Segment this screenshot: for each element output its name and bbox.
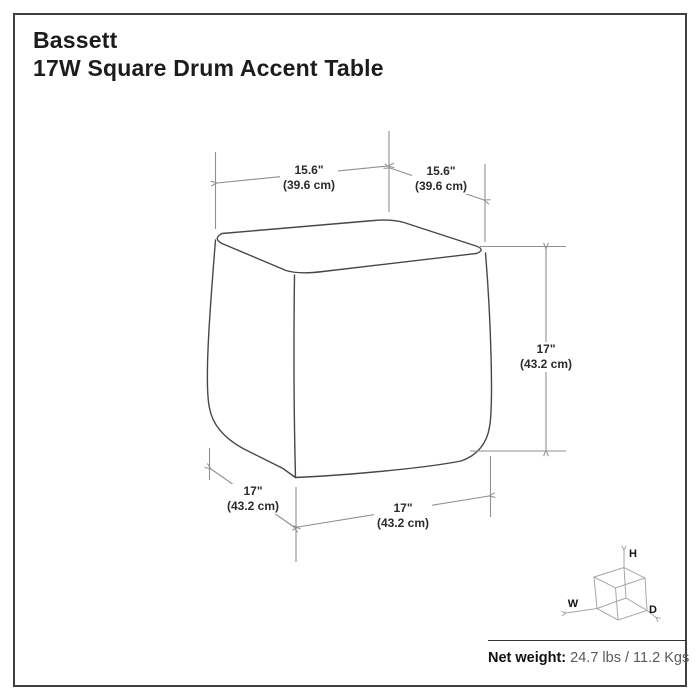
dim-label-height: 17" (43.2 cm) <box>516 342 576 372</box>
depth-axis-label: D <box>649 604 657 616</box>
net-weight-divider <box>488 640 686 641</box>
title-block: Bassett 17W Square Drum Accent Table <box>33 26 384 82</box>
net-weight-value: 24.7 lbs / 11.2 Kgs <box>570 650 690 666</box>
table-front-edge <box>293 274 297 479</box>
brand-name: Bassett <box>33 27 118 53</box>
cube-axis-labels: H W D <box>568 548 657 616</box>
cube-bottom-face <box>595 597 649 621</box>
table-right-edge <box>294 252 493 479</box>
width-axis-line <box>566 608 598 614</box>
dim-metric: (39.6 cm) <box>282 178 336 192</box>
depth-axis-line <box>646 610 656 618</box>
net-weight-label: Net weight: <box>488 650 567 666</box>
diagram-frame <box>13 13 687 687</box>
dim-metric: (43.2 cm) <box>226 499 280 513</box>
dim-label-top-right: 15.6" (39.6 cm) <box>411 164 471 194</box>
dim-inches: 17" <box>536 342 556 356</box>
orientation-cube-icon <box>566 550 656 620</box>
width-axis-label: W <box>568 598 579 610</box>
dim-inches: 17" <box>243 484 263 498</box>
dim-label-bottom-left: 17" (43.2 cm) <box>223 484 283 514</box>
table-left-edge <box>206 239 297 479</box>
product-title: 17W Square Drum Accent Table <box>33 55 384 81</box>
cube-top-face <box>592 566 647 589</box>
dim-inches: 15.6" <box>426 164 456 178</box>
table-top-face <box>216 219 482 274</box>
height-axis-label: H <box>629 548 637 560</box>
cube-vertical-edges <box>593 567 648 621</box>
dim-label-bottom-front: 17" (43.2 cm) <box>373 501 433 531</box>
dim-inches: 17" <box>393 501 413 515</box>
dim-label-top-left: 15.6" (39.6 cm) <box>279 163 339 193</box>
net-weight: Net weight: 24.7 lbs / 11.2 Kgs <box>488 650 690 666</box>
dim-metric: (43.2 cm) <box>519 357 573 371</box>
dim-metric: (43.2 cm) <box>376 516 430 530</box>
dim-inches: 15.6" <box>294 163 324 177</box>
table-drawing <box>206 219 493 479</box>
dim-metric: (39.6 cm) <box>414 179 468 193</box>
